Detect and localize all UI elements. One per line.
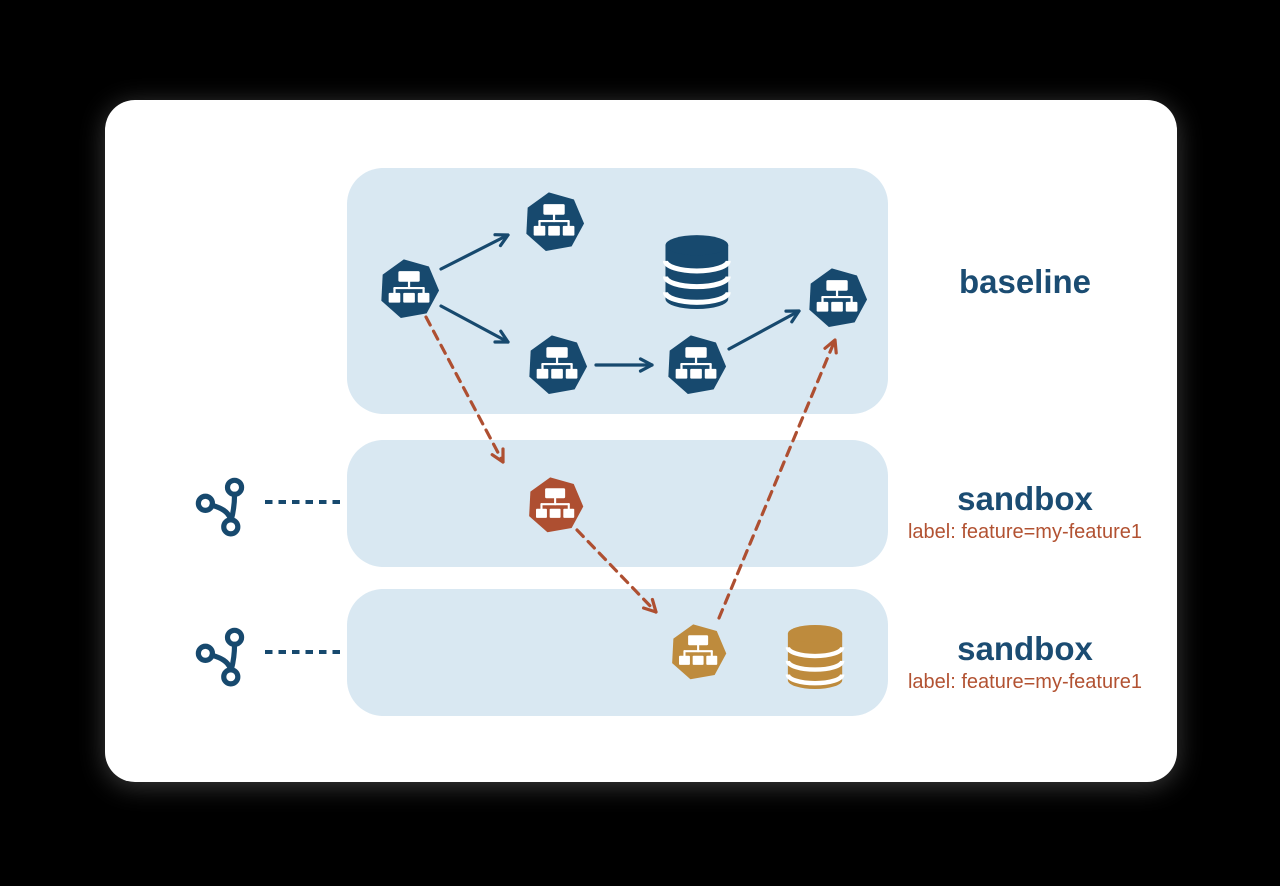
lane-title: sandbox xyxy=(957,480,1093,517)
lane-title: baseline xyxy=(958,263,1092,300)
lane-label-sandbox-2: sandbox label: feature=my-feature1 xyxy=(880,630,1170,694)
lane-baseline xyxy=(347,168,888,414)
lane-sandbox-2 xyxy=(347,589,888,716)
lane-label-sandbox-1: sandbox label: feature=my-feature1 xyxy=(880,480,1170,544)
lane-sandbox-1 xyxy=(347,440,888,567)
lane-title: sandbox xyxy=(957,630,1093,667)
lane-label-baseline: baseline xyxy=(880,263,1170,300)
lane-sublabel: label: feature=my-feature1 xyxy=(907,671,1143,694)
lane-sublabel: label: feature=my-feature1 xyxy=(907,521,1143,544)
